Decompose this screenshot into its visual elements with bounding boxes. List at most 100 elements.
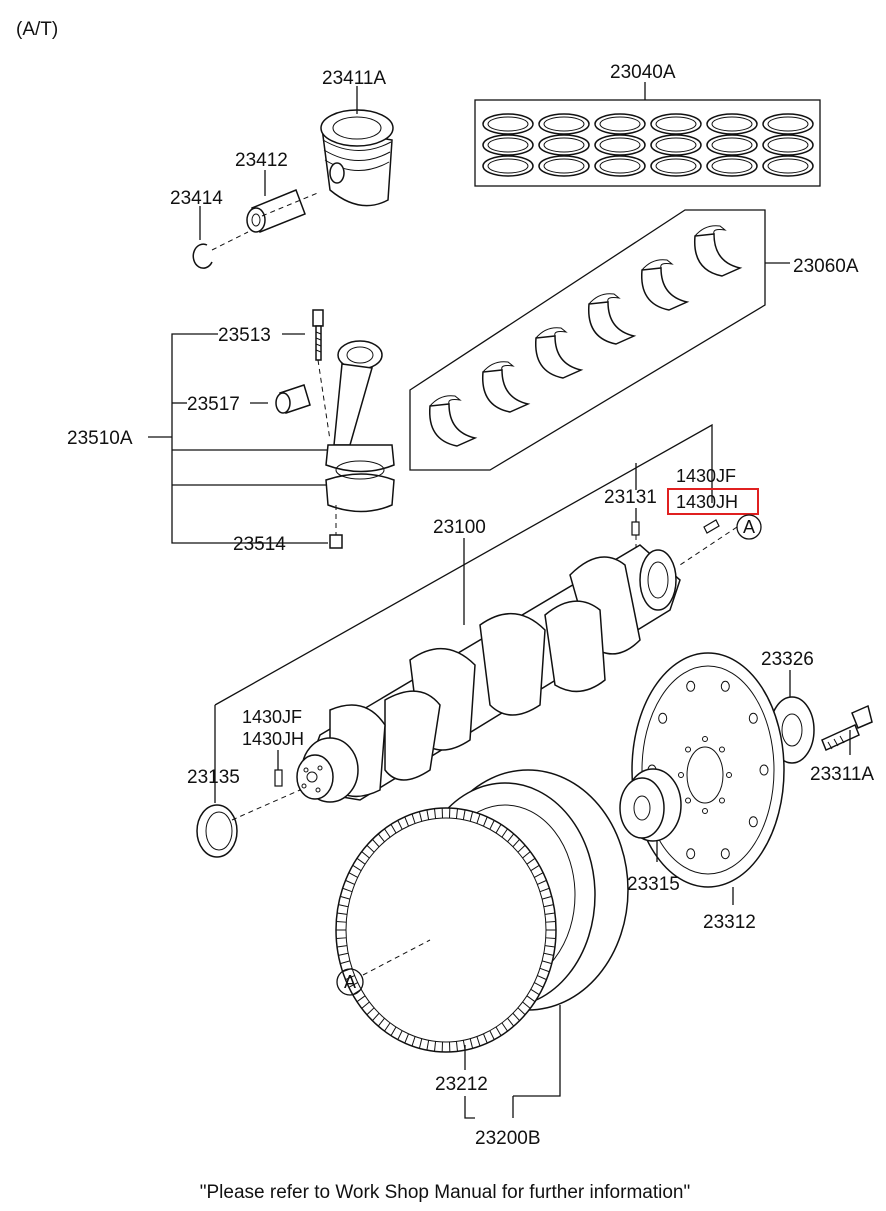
label-23200B[interactable]: 23200B [475, 1128, 541, 1149]
label-23100[interactable]: 23100 [433, 517, 486, 538]
dowel-pin-top [703, 519, 720, 534]
spacer-drawing [619, 768, 682, 842]
crankshaft-box [214, 423, 713, 788]
variant-label: (A/T) [16, 19, 58, 40]
gear-tooth-icon [544, 912, 555, 915]
bearing-shell-icon [588, 301, 637, 345]
label-23517[interactable]: 23517 [187, 394, 240, 415]
gear-tooth-icon [512, 839, 520, 848]
gear-tooth-icon [361, 851, 370, 859]
gear-tooth-icon [340, 895, 351, 900]
dowel-pin-left [274, 769, 283, 787]
bearing-shell-icon [694, 233, 743, 277]
gear-tooth-icon [522, 851, 531, 859]
gear-tooth-icon [404, 1033, 410, 1044]
gear-tooth-icon [377, 1017, 385, 1027]
label-23312[interactable]: 23312 [703, 912, 756, 933]
gear-tooth-icon [489, 1030, 495, 1040]
gear-tooth-icon [543, 952, 554, 956]
label-1430JH-top[interactable]: 1430JH [676, 492, 738, 512]
plate-hole-icon [720, 848, 730, 860]
gear-tooth-icon [512, 1012, 520, 1021]
piston-ring-inner-icon [711, 116, 753, 132]
piston-ring-inner-icon [655, 137, 697, 153]
ref-marker-bottom-text: A [344, 972, 356, 992]
label-23311A[interactable]: 23311A [810, 764, 874, 785]
bearings-box [409, 209, 766, 471]
gear-tooth-icon [426, 809, 430, 820]
gear-tooth-icon [489, 820, 495, 830]
gear-tooth-icon [517, 844, 526, 853]
gear-tooth-icon [390, 824, 397, 834]
label-23513[interactable]: 23513 [218, 325, 271, 346]
plate-hole-icon [720, 680, 730, 692]
plate-bolt-hole-icon [726, 772, 732, 778]
gear-tooth-icon [543, 904, 554, 908]
footer-note: "Please refer to Work Shop Manual for fu… [200, 1182, 690, 1203]
plate-hole-icon [748, 712, 758, 724]
gear-tooth-icon [541, 960, 552, 965]
piston-ring-inner-icon [543, 137, 585, 153]
gear-tooth-icon [462, 809, 466, 820]
gear-tooth-icon [372, 839, 380, 848]
gear-tooth-icon [361, 1001, 370, 1009]
label-23510A[interactable]: 23510A [67, 428, 133, 449]
piston-ring-inner-icon [767, 137, 809, 153]
gear-tooth-icon [342, 887, 353, 893]
label-23315[interactable]: 23315 [627, 874, 680, 895]
label-1430JH-left[interactable]: 1430JH [242, 729, 304, 749]
gear-tooth-icon [337, 945, 348, 948]
gear-tooth-icon [397, 1030, 403, 1040]
gear-tooth-icon [418, 1038, 423, 1049]
plate-hole-icon [748, 816, 758, 828]
ref-marker-top: A [736, 514, 762, 540]
piston-ring-inner-icon [487, 116, 529, 132]
label-23412[interactable]: 23412 [235, 150, 288, 171]
gear-tooth-icon [348, 872, 358, 878]
gear-tooth-icon [537, 975, 547, 981]
label-23411A[interactable]: 23411A [322, 68, 386, 89]
label-23326[interactable]: 23326 [761, 649, 814, 670]
gear-tooth-icon [377, 833, 385, 843]
gear-tooth-icon [404, 816, 410, 827]
gear-tooth-icon [539, 887, 550, 893]
piston-rings-drawing [482, 113, 814, 177]
gear-tooth-icon [352, 864, 362, 872]
piston-drawing [320, 109, 394, 207]
label-23131[interactable]: 23131 [604, 487, 657, 508]
label-23212[interactable]: 23212 [435, 1074, 488, 1095]
gear-tooth-icon [537, 879, 547, 885]
crankshaft-drawing [296, 544, 681, 803]
label-23040A[interactable]: 23040A [610, 62, 676, 83]
gear-tooth-icon [501, 828, 508, 838]
piston-ring-inner-icon [599, 116, 641, 132]
gear-tooth-icon [526, 995, 536, 1003]
oil-seal-drawing [196, 804, 238, 858]
rod-group-bracket [171, 333, 296, 544]
piston-ring-inner-icon [655, 158, 697, 174]
connecting-rod-drawing [312, 309, 395, 549]
gear-tooth-icon [418, 811, 423, 822]
gear-tooth-icon [411, 1036, 416, 1047]
gear-tooth-icon [476, 1036, 481, 1047]
label-23135[interactable]: 23135 [187, 767, 240, 788]
gear-tooth-icon [539, 967, 550, 973]
gear-tooth-icon [366, 1007, 375, 1016]
gear-tooth-icon [455, 1041, 458, 1052]
gear-tooth-icon [530, 988, 540, 996]
piston-pin-drawing [246, 189, 321, 233]
bearing-shell-icon [535, 335, 584, 379]
plate-hole-icon [759, 764, 769, 776]
label-23060A[interactable]: 23060A [793, 256, 859, 277]
gear-tooth-icon [526, 857, 536, 865]
label-23414[interactable]: 23414 [170, 188, 223, 209]
highlight-box-1430JH [667, 488, 759, 515]
gear-tooth-icon [534, 872, 544, 878]
label-23514[interactable]: 23514 [233, 534, 286, 555]
label-1430JF-left[interactable]: 1430JF [242, 707, 302, 727]
label-1430JF-top[interactable]: 1430JF [676, 466, 736, 486]
gear-tooth-icon [434, 808, 437, 819]
bearing-shell-icon [482, 369, 531, 413]
gear-tooth-icon [426, 1040, 430, 1051]
